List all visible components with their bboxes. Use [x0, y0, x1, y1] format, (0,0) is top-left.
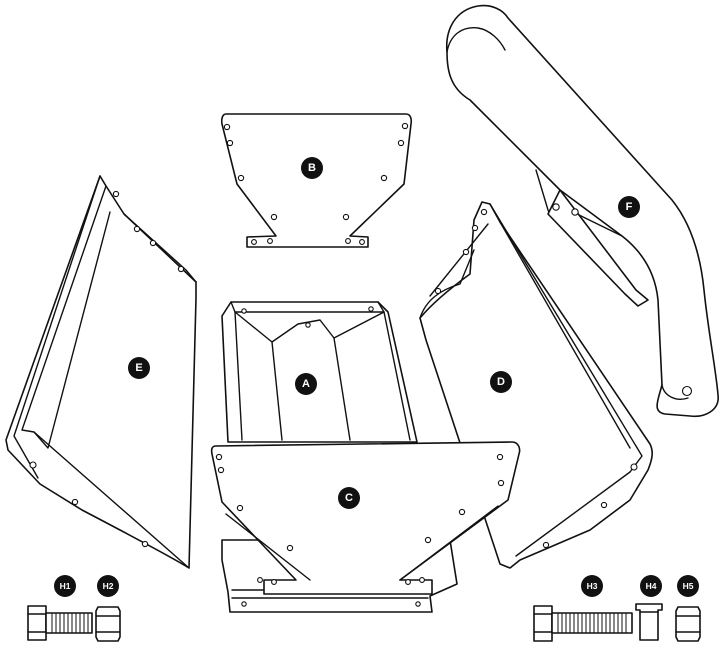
label-d: D	[497, 376, 505, 388]
hardware-h1-bolt	[27, 605, 93, 641]
label-h4: H4	[646, 581, 657, 591]
label-badge-d: D	[490, 371, 512, 393]
label-badge-h1: H1	[54, 575, 76, 597]
label-b: B	[308, 162, 316, 174]
part-f	[445, 4, 719, 418]
label-badge-b: B	[301, 157, 323, 179]
label-badge-f: F	[618, 196, 640, 218]
label-h1: H1	[60, 581, 71, 591]
hardware-h4-bushing	[635, 603, 663, 641]
part-c	[210, 441, 521, 595]
label-badge-e: E	[128, 357, 150, 379]
label-badge-h2: H2	[97, 575, 119, 597]
label-badge-a: A	[295, 373, 317, 395]
label-a: A	[302, 378, 310, 390]
label-f: F	[626, 201, 633, 213]
label-badge-h5: H5	[677, 575, 699, 597]
label-badge-c: C	[338, 487, 360, 509]
label-h3: H3	[587, 581, 598, 591]
label-badge-h3: H3	[581, 575, 603, 597]
pivot-hole	[681, 385, 693, 397]
label-h2: H2	[103, 581, 114, 591]
hardware-h3-bolt	[533, 605, 633, 642]
label-e: E	[135, 362, 142, 374]
hardware-h5-nut	[675, 606, 701, 642]
hardware-h2-nut	[95, 606, 121, 642]
part-e	[5, 175, 197, 569]
label-c: C	[345, 492, 353, 504]
label-h5: H5	[683, 581, 694, 591]
part-b	[220, 113, 413, 248]
label-badge-h4: H4	[640, 575, 662, 597]
